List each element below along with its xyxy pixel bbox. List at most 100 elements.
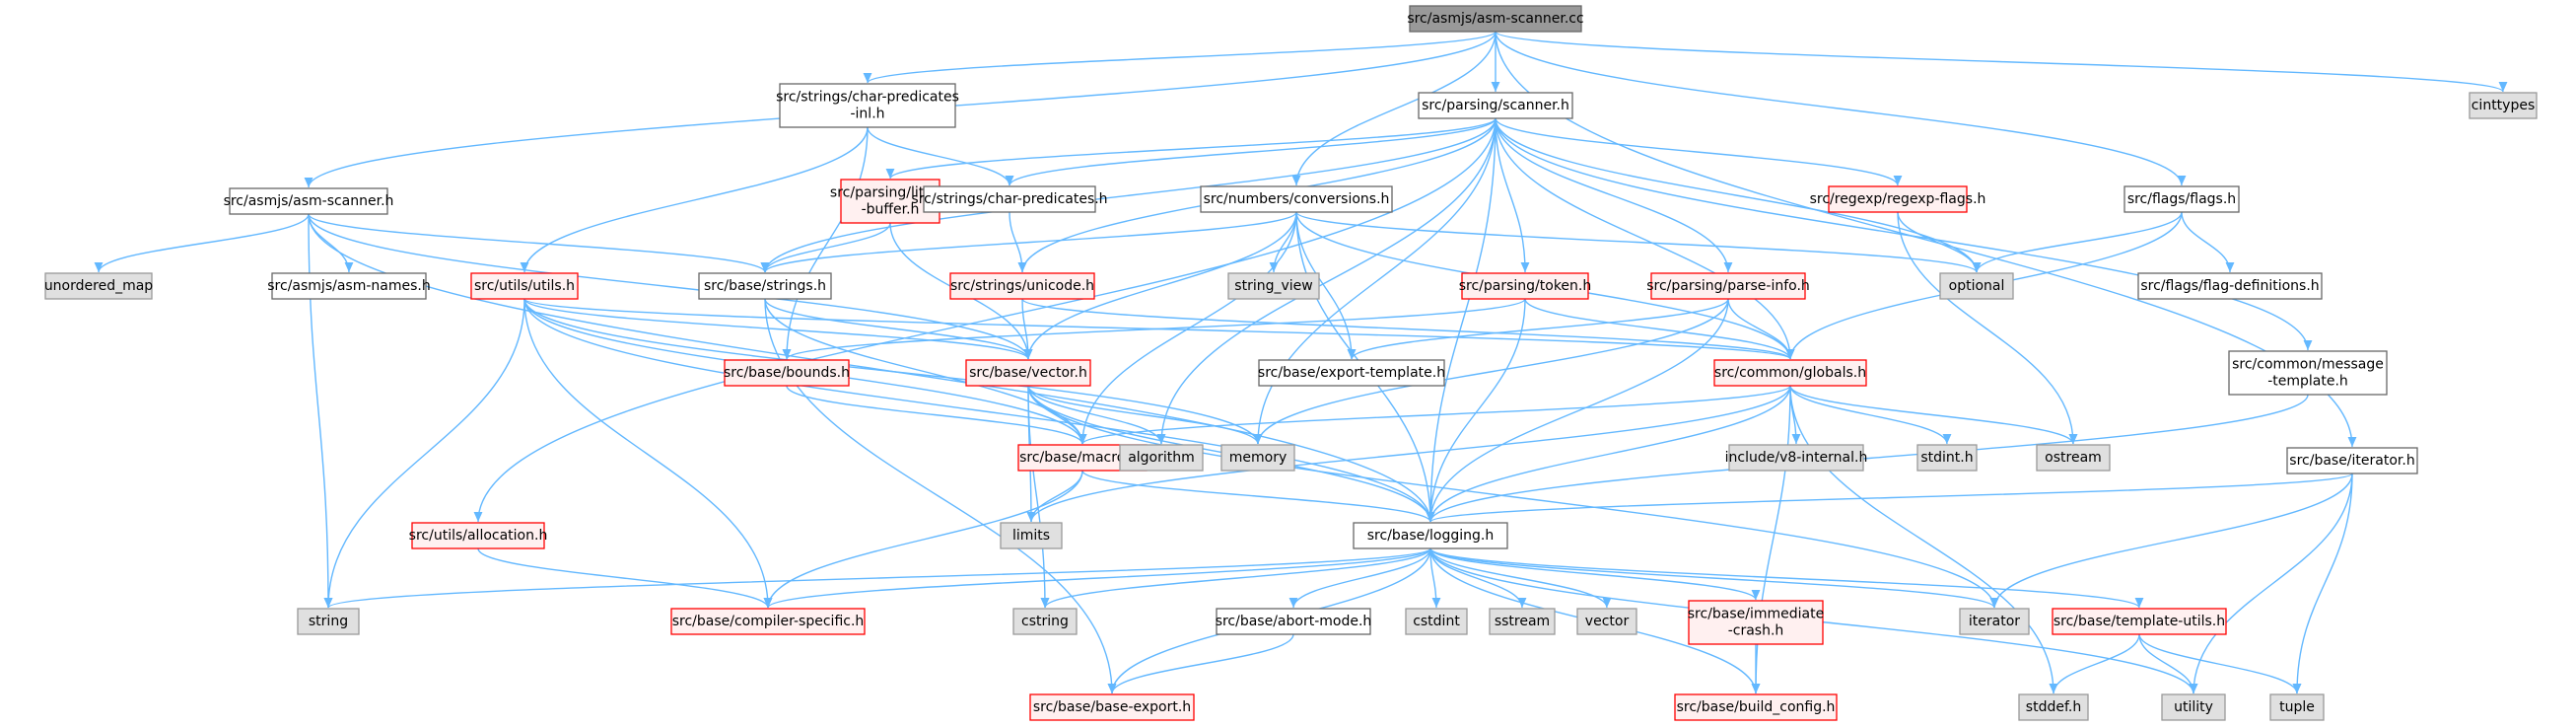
edge-utils-to-string <box>323 298 525 609</box>
node-box-message_tpl <box>2228 350 2388 396</box>
edge-iterator_h-to-logging <box>1426 473 2353 523</box>
node-abort_mode[interactable]: src/base/abort-mode.h <box>1216 608 1372 635</box>
node-strings[interactable]: src/base/strings.h <box>698 272 832 300</box>
node-token[interactable]: src/parsing/token.h <box>1459 272 1592 300</box>
edge-scanner-to-token <box>1495 117 1530 273</box>
node-label-macros: src/base/macros.h <box>1019 450 1146 466</box>
edge-allocation-to-compiler_specific <box>477 547 773 609</box>
node-globals[interactable]: src/common/globals.h <box>1713 359 1867 387</box>
node-charpred[interactable]: src/strings/char-predicates.h <box>911 185 1108 213</box>
node-allocation[interactable]: src/utils/allocation.h <box>409 522 548 549</box>
node-template_utils[interactable]: src/base/template-utils.h <box>2052 608 2227 635</box>
node-utility[interactable]: utility <box>2161 693 2226 721</box>
node-label-string: string <box>309 614 348 629</box>
node-unicode[interactable]: src/strings/unicode.h <box>949 272 1095 300</box>
node-label-asm_names: src/asmjs/asm-names.h <box>267 278 430 294</box>
edge-globals-to-macros <box>1078 385 1791 445</box>
node-label-iterator_h: src/base/iterator.h <box>2289 453 2414 469</box>
node-label-string_view: string_view <box>1234 278 1312 294</box>
node-asmscanner_h[interactable]: src/asmjs/asm-scanner.h <box>224 187 394 215</box>
node-box-ostream <box>2036 444 2111 472</box>
node-root: src/asmjs/asm-scanner.cc <box>1407 5 1584 33</box>
edge-scanner-to-algorithm <box>1156 117 1497 445</box>
node-export_tpl[interactable]: src/base/export-template.h <box>1258 359 1445 387</box>
node-message_tpl[interactable]: src/common/message-template.h <box>2228 350 2388 396</box>
node-box-iterator_h <box>2286 447 2418 474</box>
edge-parse_info-to-globals <box>1727 298 1795 360</box>
node-conversions[interactable]: src/numbers/conversions.h <box>1200 185 1393 213</box>
edge-utils-to-memory <box>523 298 1263 445</box>
node-vector[interactable]: src/base/vector.h <box>965 359 1091 387</box>
node-immediate_crash[interactable]: src/base/immediate-crash.h <box>1688 600 1824 645</box>
edge-scanner-to-strings <box>760 117 1497 273</box>
node-string_view[interactable]: string_view <box>1227 272 1320 300</box>
node-utils[interactable]: src/utils/utils.h <box>470 272 579 300</box>
node-label-limits: limits <box>1012 528 1050 544</box>
node-vector_std[interactable]: vector <box>1576 608 1637 635</box>
node-algorithm[interactable]: algorithm <box>1119 444 1204 472</box>
node-sstream[interactable]: sstream <box>1489 608 1556 635</box>
node-cstdint[interactable]: cstdint <box>1405 608 1468 635</box>
node-label-compiler_specific: src/base/compiler-specific.h <box>672 614 865 629</box>
node-label-allocation: src/utils/allocation.h <box>409 528 548 544</box>
edge-conversions-to-optional <box>1295 211 1982 273</box>
edge-scanner-to-allocation <box>473 117 1497 523</box>
node-box-charpred_inl <box>779 83 956 128</box>
node-box-globals <box>1713 359 1867 387</box>
edge-utils-to-compiler_specific <box>523 298 773 609</box>
node-iterator[interactable]: iterator <box>1959 608 2030 635</box>
node-asm_names[interactable]: src/asmjs/asm-names.h <box>267 272 431 300</box>
node-string[interactable]: string <box>297 608 360 635</box>
node-base_export[interactable]: src/base/base-export.h <box>1029 693 1195 721</box>
node-literal_buffer[interactable]: src/parsing/literal-buffer.h <box>830 179 950 224</box>
node-box-stdint <box>1916 444 1978 472</box>
node-regexp_flags[interactable]: src/regexp/regexp-flags.h <box>1810 185 1986 213</box>
edge-scanner-to-globals <box>1495 117 1795 360</box>
edge-scanner-to-literal_buffer <box>885 117 1497 180</box>
node-unordered_map[interactable]: unordered_map <box>44 272 153 300</box>
node-limits[interactable]: limits <box>1000 522 1063 549</box>
node-cstring[interactable]: cstring <box>1012 608 1078 635</box>
node-compiler_specific[interactable]: src/base/compiler-specific.h <box>670 608 866 635</box>
node-box-root <box>1409 5 1582 33</box>
edge-parse_info-to-logging <box>1426 298 1729 523</box>
node-flag_defs[interactable]: src/flags/flag-definitions.h <box>2137 272 2323 300</box>
node-memory[interactable]: memory <box>1220 444 1295 472</box>
node-label-template_utils: src/base/template-utils.h <box>2054 614 2225 629</box>
node-box-utility <box>2161 693 2226 721</box>
edge-macros-to-logging <box>1081 470 1435 523</box>
node-iterator_h[interactable]: src/base/iterator.h <box>2286 447 2418 474</box>
node-label-literal_buffer: src/parsing/literal <box>830 185 950 201</box>
node-label-conversions: src/numbers/conversions.h <box>1204 191 1390 207</box>
node-label-message_tpl: src/common/message <box>2232 357 2384 373</box>
node-label-v8_internal: include/v8-internal.h <box>1725 450 1868 466</box>
node-label-charpred_inl: -inl.h <box>850 107 884 122</box>
node-box-abort_mode <box>1216 608 1371 635</box>
node-charpred_inl[interactable]: src/strings/char-predicates-inl.h <box>776 83 959 128</box>
node-stddef[interactable]: stddef.h <box>2018 693 2089 721</box>
edge-scanner-to-regexp_flags <box>1495 117 1903 186</box>
node-build_config[interactable]: src/base/build_config.h <box>1674 693 1838 721</box>
node-v8_internal[interactable]: include/v8-internal.h <box>1725 444 1868 472</box>
node-box-immediate_crash <box>1688 600 1824 645</box>
node-tuple[interactable]: tuple <box>2269 693 2325 721</box>
node-label-ostream: ostream <box>2045 450 2102 466</box>
node-box-string <box>297 608 360 635</box>
node-cinttypes[interactable]: cinttypes <box>2469 92 2538 119</box>
node-label-unordered_map: unordered_map <box>44 278 153 294</box>
edge-globals-to-ostream <box>1789 385 2078 445</box>
edge-charpred_inl-to-utils <box>520 126 869 273</box>
edge-logging-to-compiler_specific <box>763 547 1431 609</box>
node-box-token <box>1461 272 1589 300</box>
node-ostream[interactable]: ostream <box>2036 444 2111 472</box>
node-bounds[interactable]: src/base/bounds.h <box>724 359 850 387</box>
node-logging[interactable]: src/base/logging.h <box>1353 522 1508 549</box>
node-label-unicode: src/strings/unicode.h <box>950 278 1094 294</box>
edge-utils-to-logging <box>523 298 1435 523</box>
node-stdint[interactable]: stdint.h <box>1916 444 1978 472</box>
node-parse_info[interactable]: src/parsing/parse-info.h <box>1646 272 1810 300</box>
node-scanner[interactable]: src/parsing/scanner.h <box>1418 92 1573 119</box>
node-flags[interactable]: src/flags/flags.h <box>2123 185 2240 213</box>
node-label-memory: memory <box>1229 450 1288 466</box>
node-optional[interactable]: optional <box>1939 272 2014 300</box>
